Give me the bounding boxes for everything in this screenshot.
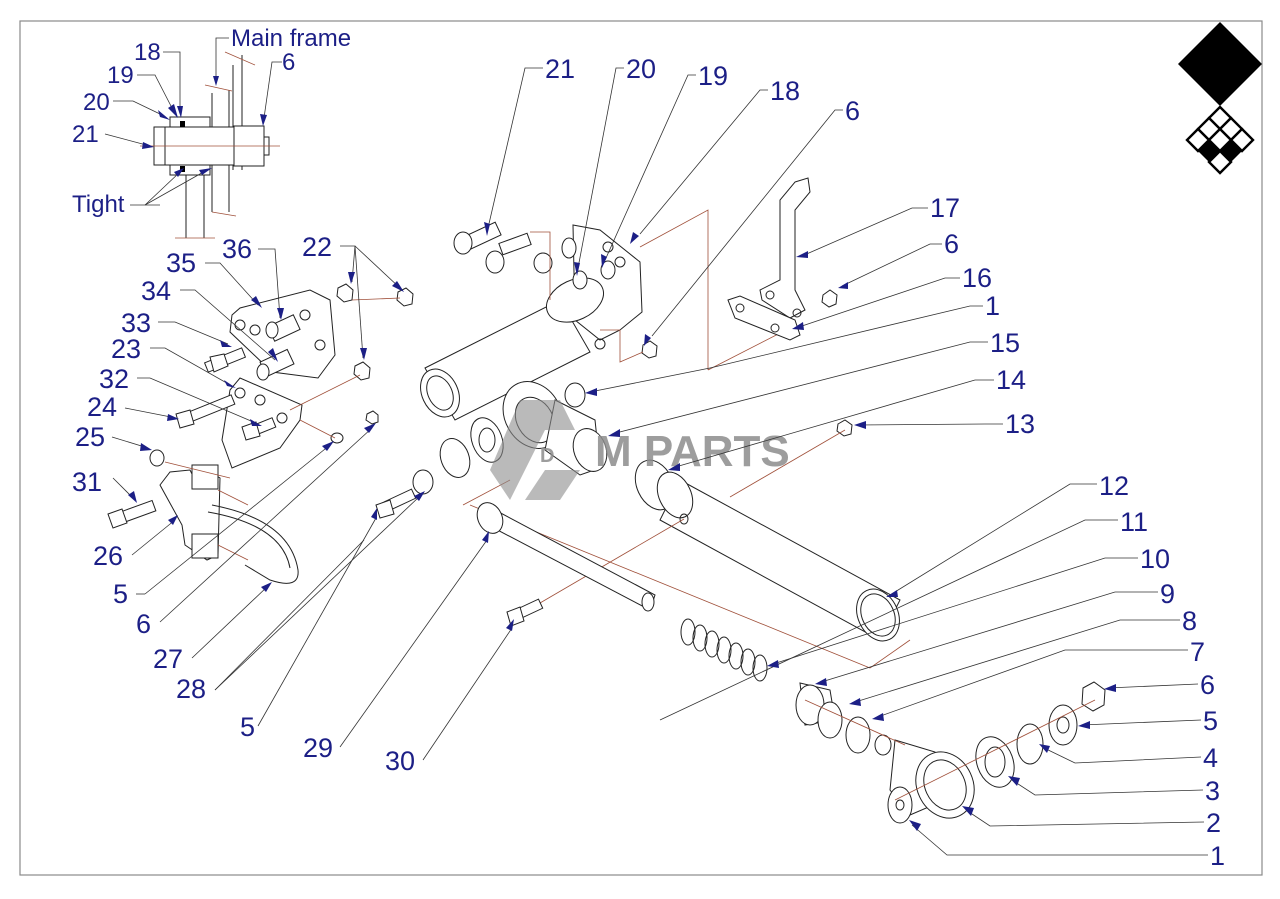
callout-33: 33 — [121, 308, 151, 338]
rod-spring-assembly — [476, 502, 1106, 824]
callout-1-right: 1 — [1210, 841, 1225, 871]
callout-6-lever: 6 — [944, 229, 959, 259]
callout-27: 27 — [153, 644, 183, 674]
brand-logo-icon — [1178, 22, 1262, 175]
callouts-top: 21 20 19 18 6 — [484, 54, 860, 346]
bracket-assembly — [107, 283, 414, 584]
callout-1-lever: 1 — [985, 291, 1000, 321]
callout-36: 36 — [222, 234, 252, 264]
callout-35: 35 — [166, 248, 196, 278]
callout-16: 16 — [962, 263, 992, 293]
callout-13: 13 — [1005, 409, 1035, 439]
inset-callout-6: 6 — [282, 49, 295, 76]
callout-12: 12 — [1099, 471, 1129, 501]
callout-22: 22 — [302, 232, 332, 262]
callout-18: 18 — [770, 76, 800, 106]
callouts-bracket: 22 36 35 34 33 23 32 24 25 31 26 — [72, 232, 404, 704]
callout-34: 34 — [141, 276, 171, 306]
lever-assembly — [727, 177, 838, 341]
housing-assembly — [420, 209, 791, 421]
callout-5-lower: 5 — [240, 712, 255, 742]
callout-25: 25 — [75, 422, 105, 452]
inset-callout-19: 19 — [107, 62, 134, 89]
callout-19: 19 — [698, 61, 728, 91]
callout-32: 32 — [99, 364, 129, 394]
spring-icon — [680, 618, 768, 682]
inset-section-detail: Main frame 18 19 20 21 6 Tight — [72, 25, 351, 239]
callout-3: 3 — [1205, 776, 1220, 806]
callout-20: 20 — [626, 54, 656, 84]
main-tube — [462, 429, 911, 669]
callouts-lever: 17 6 16 1 15 14 13 — [585, 193, 1035, 471]
inset-main-frame-label: Main frame — [231, 25, 351, 52]
callout-26: 26 — [93, 541, 123, 571]
callout-15: 15 — [990, 328, 1020, 358]
callout-9: 9 — [1160, 579, 1175, 609]
callouts-lower: 5 29 30 — [214, 491, 514, 776]
callout-6-right: 6 — [1200, 670, 1215, 700]
callout-8: 8 — [1182, 606, 1197, 636]
callout-4: 4 — [1203, 743, 1218, 773]
callout-10: 10 — [1140, 544, 1170, 574]
callout-5-bracket: 5 — [113, 579, 128, 609]
callout-7: 7 — [1190, 637, 1205, 667]
watermark-text: M PARTS — [595, 427, 790, 476]
callout-21: 21 — [545, 54, 575, 84]
callout-11: 11 — [1120, 507, 1148, 537]
callout-6-bracket: 6 — [136, 609, 151, 639]
inset-callout-21: 21 — [72, 121, 99, 148]
watermark-logo: D M PARTS — [490, 400, 790, 500]
callout-28: 28 — [176, 674, 206, 704]
callout-31: 31 — [72, 467, 102, 497]
callout-24: 24 — [87, 392, 117, 422]
callout-23: 23 — [111, 334, 141, 364]
nut-icon — [336, 283, 354, 303]
watermark-letter: D — [540, 445, 554, 467]
callouts-right: 12 11 10 9 8 7 6 5 4 3 2 1 — [659, 471, 1225, 871]
inset-callout-18: 18 — [134, 39, 161, 66]
drawing-frame — [19, 20, 1263, 876]
callout-17: 17 — [930, 193, 960, 223]
callout-6-top: 6 — [845, 96, 860, 126]
inset-callout-20: 20 — [83, 89, 110, 116]
callout-30: 30 — [385, 746, 415, 776]
callout-14: 14 — [996, 365, 1026, 395]
callout-2: 2 — [1206, 808, 1221, 838]
inset-tight-label: Tight — [72, 191, 125, 218]
callout-29: 29 — [303, 733, 333, 763]
callout-5-right: 5 — [1203, 706, 1218, 736]
